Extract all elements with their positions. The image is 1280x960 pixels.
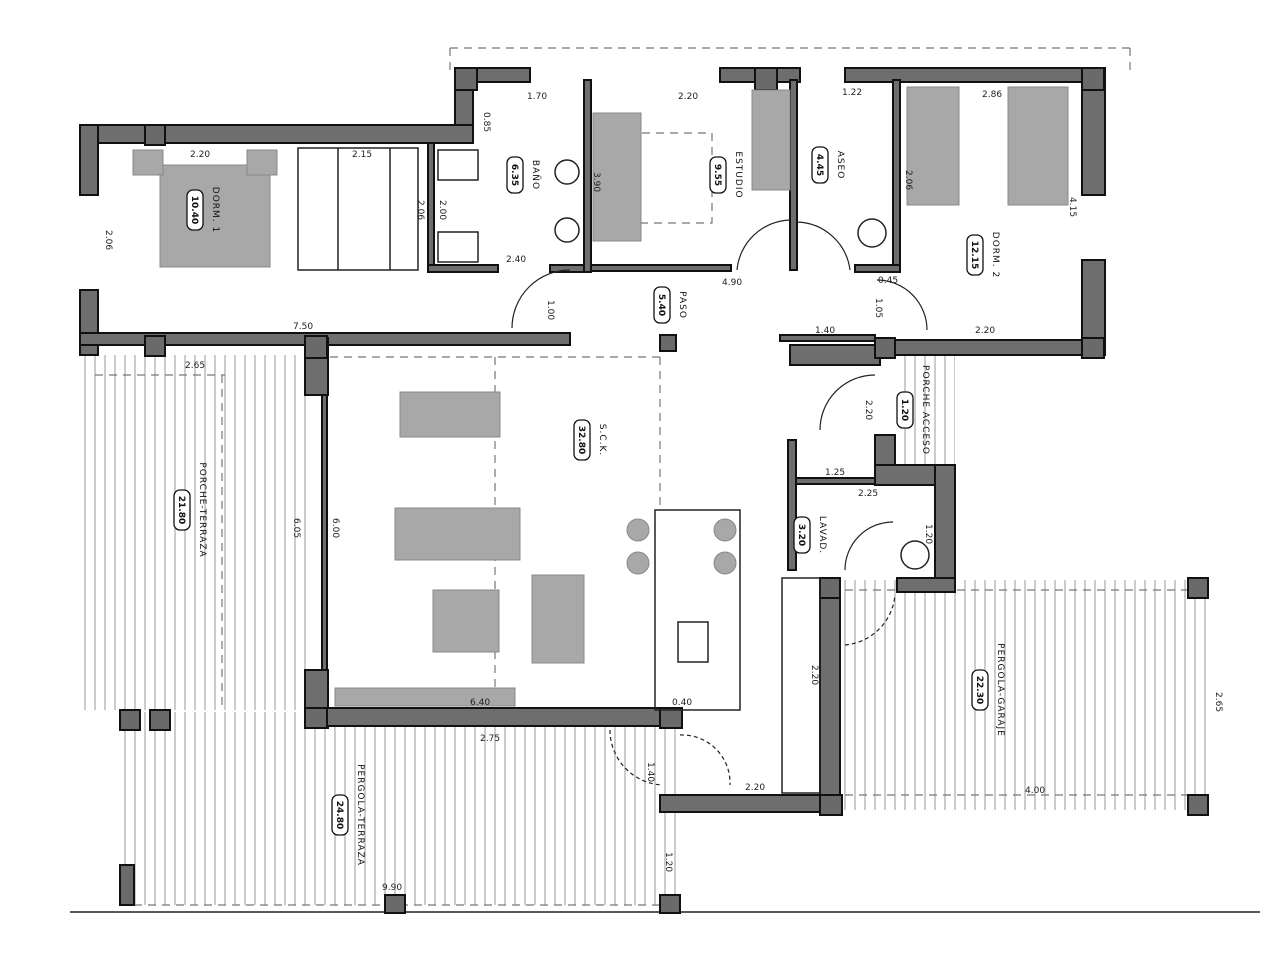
svg-text:PERGOLA-TERRAZA: PERGOLA-TERRAZA <box>355 764 365 866</box>
dimension: 2.20 <box>678 92 698 102</box>
pergola-garaje-area <box>842 580 1207 810</box>
svg-text:3.20: 3.20 <box>796 524 806 546</box>
room-bano: BAÑO 6.35 <box>506 156 541 194</box>
walls <box>79 67 1106 813</box>
svg-text:6.35: 6.35 <box>509 164 519 186</box>
svg-text:PORCHE-TERRAZA: PORCHE-TERRAZA <box>197 462 207 557</box>
dimension: 0.85 <box>481 112 491 132</box>
dimension: 2.20 <box>863 400 873 420</box>
svg-text:DORM. 2: DORM. 2 <box>990 232 1000 278</box>
svg-text:PORCHE ACCESO: PORCHE ACCESO <box>920 365 930 455</box>
dimension: 0.40 <box>672 698 692 708</box>
svg-text:1.20: 1.20 <box>899 399 909 421</box>
room-pergola-garaje: PERGOLA-GARAJE 22.30 <box>971 643 1005 737</box>
room-lavad: LAVAD. 3.20 <box>793 516 827 554</box>
svg-text:22.30: 22.30 <box>974 676 984 704</box>
door-swings <box>511 219 928 786</box>
room-sck: S.C.K. 32.80 <box>573 419 607 461</box>
room-dorm-2: DORM. 2 12.15 <box>966 232 1000 278</box>
dimension: 4.90 <box>722 278 742 288</box>
dimension: 2.75 <box>480 734 500 744</box>
dimension: 3.90 <box>591 172 601 192</box>
svg-text:4.45: 4.45 <box>814 154 824 176</box>
svg-text:21.80: 21.80 <box>176 496 186 524</box>
dimension: 1.00 <box>545 300 555 320</box>
dimension: 7.50 <box>293 322 313 332</box>
dimension: 2.20 <box>745 783 765 793</box>
svg-text:24.80: 24.80 <box>334 801 344 829</box>
room-porche-terraza: PORCHE-TERRAZA 21.80 <box>173 462 207 558</box>
svg-text:PERGOLA-GARAJE: PERGOLA-GARAJE <box>995 643 1005 737</box>
svg-text:32.80: 32.80 <box>576 426 586 454</box>
svg-text:5.40: 5.40 <box>656 294 666 316</box>
dimension: 2.65 <box>185 361 205 371</box>
dimension: 9.90 <box>382 883 402 893</box>
dimension: 0.45 <box>878 276 898 286</box>
room-pergola-terraza: PERGOLA-TERRAZA 24.80 <box>331 764 365 866</box>
furniture <box>132 86 1069 794</box>
svg-text:PASO: PASO <box>677 291 687 319</box>
dimension: 2.20 <box>975 326 995 336</box>
dimension: 6.00 <box>330 518 340 538</box>
dimension: 6.40 <box>470 698 490 708</box>
room-paso: PASO 5.40 <box>653 286 687 324</box>
svg-text:LAVAD.: LAVAD. <box>817 516 827 554</box>
dimension: 1.40 <box>645 762 655 782</box>
room-estudio: ESTUDIO 9.55 <box>709 151 743 199</box>
dimension: 1.05 <box>873 298 883 318</box>
dimension: 1.22 <box>842 88 862 98</box>
dimension: 2.86 <box>982 90 1002 100</box>
dimension: 2.06 <box>903 170 913 190</box>
dimension: 1.70 <box>527 92 547 102</box>
svg-text:ASEO: ASEO <box>835 151 845 180</box>
svg-text:10.40: 10.40 <box>189 196 199 224</box>
room-labels: DORM. 1 10.40 BAÑO 6.35 ESTUDIO 9.55 ASEO 4.… <box>173 146 1005 866</box>
dimension: 2.15 <box>352 150 372 160</box>
dimension: 1.20 <box>923 524 933 544</box>
dimension: 2.20 <box>809 665 819 685</box>
dimension: 1.20 <box>663 852 673 872</box>
dimension: 2.06 <box>103 230 113 250</box>
dimension: 1.40 <box>815 326 835 336</box>
columns <box>119 67 1209 914</box>
dimension: 1.25 <box>825 468 845 478</box>
svg-text:9.55: 9.55 <box>712 164 722 186</box>
dimension: 2.06 <box>415 200 425 220</box>
dimension: 2.25 <box>858 489 878 499</box>
svg-text:DORM. 1: DORM. 1 <box>210 187 220 233</box>
svg-text:ESTUDIO: ESTUDIO <box>733 151 743 198</box>
pergola-terraza-area <box>120 712 680 905</box>
dimension: 6.05 <box>291 518 301 538</box>
svg-text:12.15: 12.15 <box>969 241 979 269</box>
dimension: 2.65 <box>1213 692 1223 712</box>
dimension-labels: 1.70 0.85 2.20 1.22 2.86 2.20 2.15 2.06 … <box>103 88 1223 893</box>
dimension: 2.00 <box>437 200 447 220</box>
dimension: 4.15 <box>1067 197 1077 217</box>
dimension: 4.00 <box>1025 786 1045 796</box>
dimension: 2.40 <box>506 255 526 265</box>
room-dorm-1: DORM. 1 10.40 <box>186 187 220 233</box>
porche-terraza-area <box>82 355 307 710</box>
svg-text:S.C.K.: S.C.K. <box>597 424 607 456</box>
room-porche-acceso: PORCHE ACCESO 1.20 <box>896 365 930 455</box>
dimension: 2.20 <box>190 150 210 160</box>
svg-text:BAÑO: BAÑO <box>530 160 541 190</box>
room-aseo: ASEO 4.45 <box>811 146 845 184</box>
